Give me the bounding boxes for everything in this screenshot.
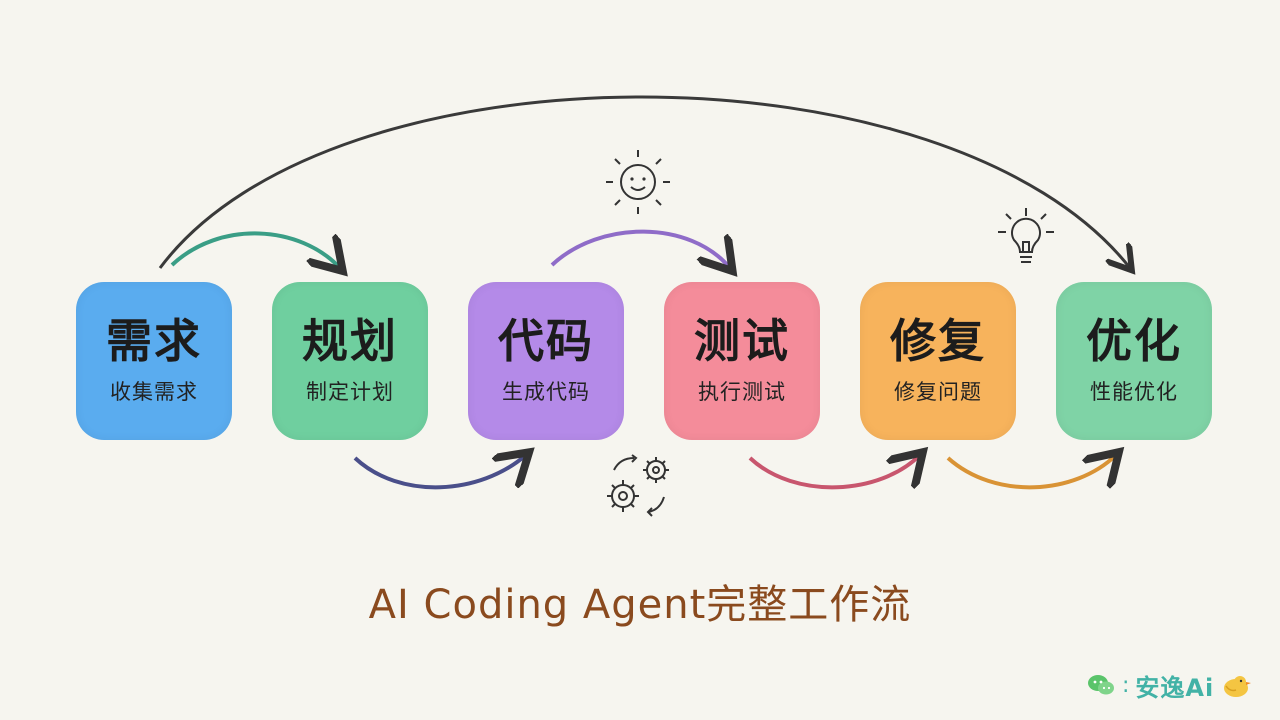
- step-subtitle: 修复问题: [894, 380, 982, 405]
- arc-code-to-test: [550, 229, 730, 268]
- step-subtitle: 收集需求: [110, 380, 198, 405]
- bird-icon: [1224, 676, 1252, 697]
- step-subtitle: 生成代码: [502, 380, 590, 405]
- lightbulb-icon: [998, 208, 1054, 263]
- step-title: 规划: [302, 313, 398, 368]
- step-subtitle: 性能优化: [1090, 380, 1178, 405]
- sun-icon: [606, 150, 670, 214]
- arc-requirement-to-planning: [170, 231, 340, 268]
- wechat-icon: [1088, 675, 1114, 695]
- arc-requirement-to-optimize: [158, 95, 1130, 268]
- step-title: 需求: [106, 313, 202, 368]
- arc-fix-to-optimize: [946, 455, 1116, 490]
- arc-planning-to-code: [353, 455, 526, 490]
- step-card-test: 测试 执行测试: [664, 282, 820, 440]
- gears-icon: [607, 454, 669, 517]
- brand-watermark: : 安逸Ai: [1086, 668, 1252, 702]
- brand-separator: :: [1122, 672, 1130, 698]
- step-card-optimize: 优化 性能优化: [1056, 282, 1212, 440]
- step-card-planning: 规划 制定计划: [272, 282, 428, 440]
- step-card-fix: 修复 修复问题: [860, 282, 1016, 440]
- step-card-requirement: 需求 收集需求: [76, 282, 232, 440]
- arc-test-to-fix: [748, 455, 920, 490]
- diagram-caption: AI Coding Agent完整工作流: [368, 582, 912, 628]
- step-title: 修复: [890, 313, 986, 368]
- step-card-code: 代码 生成代码: [468, 282, 624, 440]
- brand-name: 安逸Ai: [1135, 673, 1215, 702]
- step-subtitle: 执行测试: [698, 380, 786, 405]
- step-title: 代码: [498, 313, 594, 368]
- step-title: 测试: [694, 313, 790, 368]
- step-subtitle: 制定计划: [306, 380, 394, 405]
- step-title: 优化: [1086, 313, 1182, 368]
